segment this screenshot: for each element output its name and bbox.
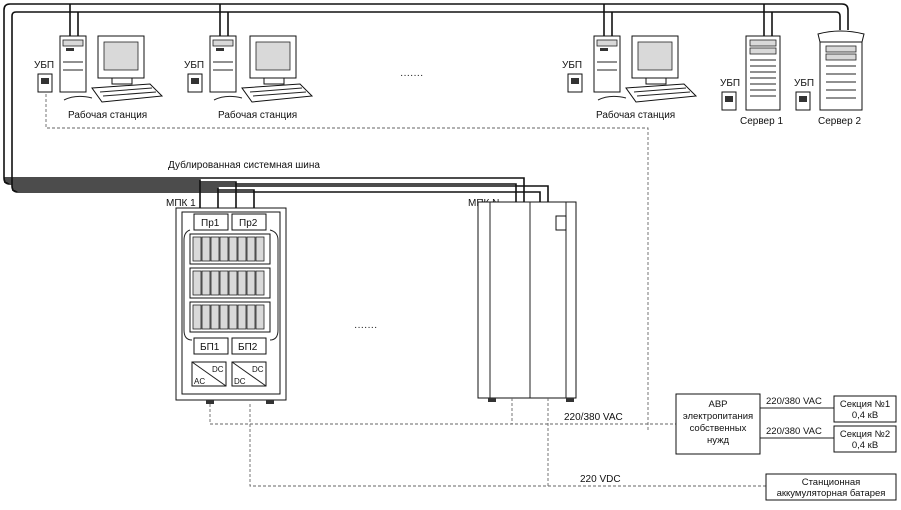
ac-label-section-2: 220/380 VAC — [766, 426, 822, 437]
bus-label: Дублированная системная шина — [168, 159, 320, 171]
converter-1-dc: DC — [212, 365, 224, 374]
ats-line-4: нужд — [707, 435, 729, 446]
dc-power-line — [249, 404, 766, 487]
ats-line-2: электропитания — [683, 411, 753, 422]
workstation-3: УБП Рабочая станция — [562, 35, 698, 121]
dc-voltage-label: 220 VDC — [580, 474, 621, 485]
ats-line-1: АВР — [708, 399, 727, 410]
mpk-1-label: МПК 1 — [166, 198, 196, 209]
psu-2-label: БП2 — [238, 342, 258, 353]
workstation-label: Рабочая станция — [596, 109, 675, 121]
proc-1-label: Пр1 — [201, 218, 220, 229]
converter-1-ac: AC — [194, 377, 205, 386]
ws-power-line — [45, 94, 649, 430]
ellipsis: ······· — [400, 70, 423, 81]
section-2-box: Секция №2 0,4 кВ — [833, 425, 897, 453]
server-1-label: Сервер 1 — [740, 116, 783, 127]
workstation-label: Рабочая станция — [218, 109, 297, 121]
ac-label-section-1: 220/380 VAC — [766, 396, 822, 407]
system-bus — [3, 3, 849, 214]
ac-power-line — [209, 404, 676, 425]
ellipsis: ······· — [354, 322, 377, 333]
battery-line-2: аккумуляторная батарея — [777, 488, 886, 499]
psu-1-label: БП1 — [200, 342, 220, 353]
ats-line-3: собственных — [690, 423, 747, 434]
ups-label: УБП — [562, 60, 582, 71]
server-1: УБП Сервер 1 — [720, 35, 783, 127]
converter-2-dc-out: DC — [252, 365, 264, 374]
workstation-2: УБП Рабочая станция — [184, 35, 314, 121]
battery-box: Станционная аккумуляторная батарея — [765, 473, 897, 501]
workstation-label: Рабочая станция — [68, 109, 147, 121]
mpk-1-cabinet: МПК 1 Пр1 Пр2 — [166, 198, 287, 404]
converter-2-dc-in: DC — [234, 377, 246, 386]
workstation-1: УБП Рабочая станция — [34, 35, 164, 121]
section-2-line-2: 0,4 кВ — [852, 440, 878, 451]
ats-box: АВР электропитания собственных нужд — [675, 393, 761, 455]
ups-label: УБП — [184, 60, 204, 71]
ups-label: УБП — [34, 60, 54, 71]
card-rack-2 — [192, 270, 265, 296]
section-2-line-1: Секция №2 — [840, 429, 890, 440]
battery-line-1: Станционная — [802, 477, 861, 488]
section-1-line-1: Секция №1 — [840, 399, 890, 410]
ups-label: УБП — [794, 78, 814, 89]
ups-label: УБП — [720, 78, 740, 89]
server-2: УБП Сервер 2 — [794, 30, 865, 127]
card-rack-3 — [192, 304, 265, 330]
proc-2-label: Пр2 — [239, 218, 258, 229]
ac-voltage-label: 220/380 VAC — [564, 412, 623, 423]
card-rack-1 — [192, 236, 265, 262]
mpk-n-cabinet: МПК N — [468, 198, 577, 402]
server-2-label: Сервер 2 — [818, 116, 861, 127]
section-1-box: Секция №1 0,4 кВ — [833, 395, 897, 423]
section-1-line-2: 0,4 кВ — [852, 410, 878, 421]
